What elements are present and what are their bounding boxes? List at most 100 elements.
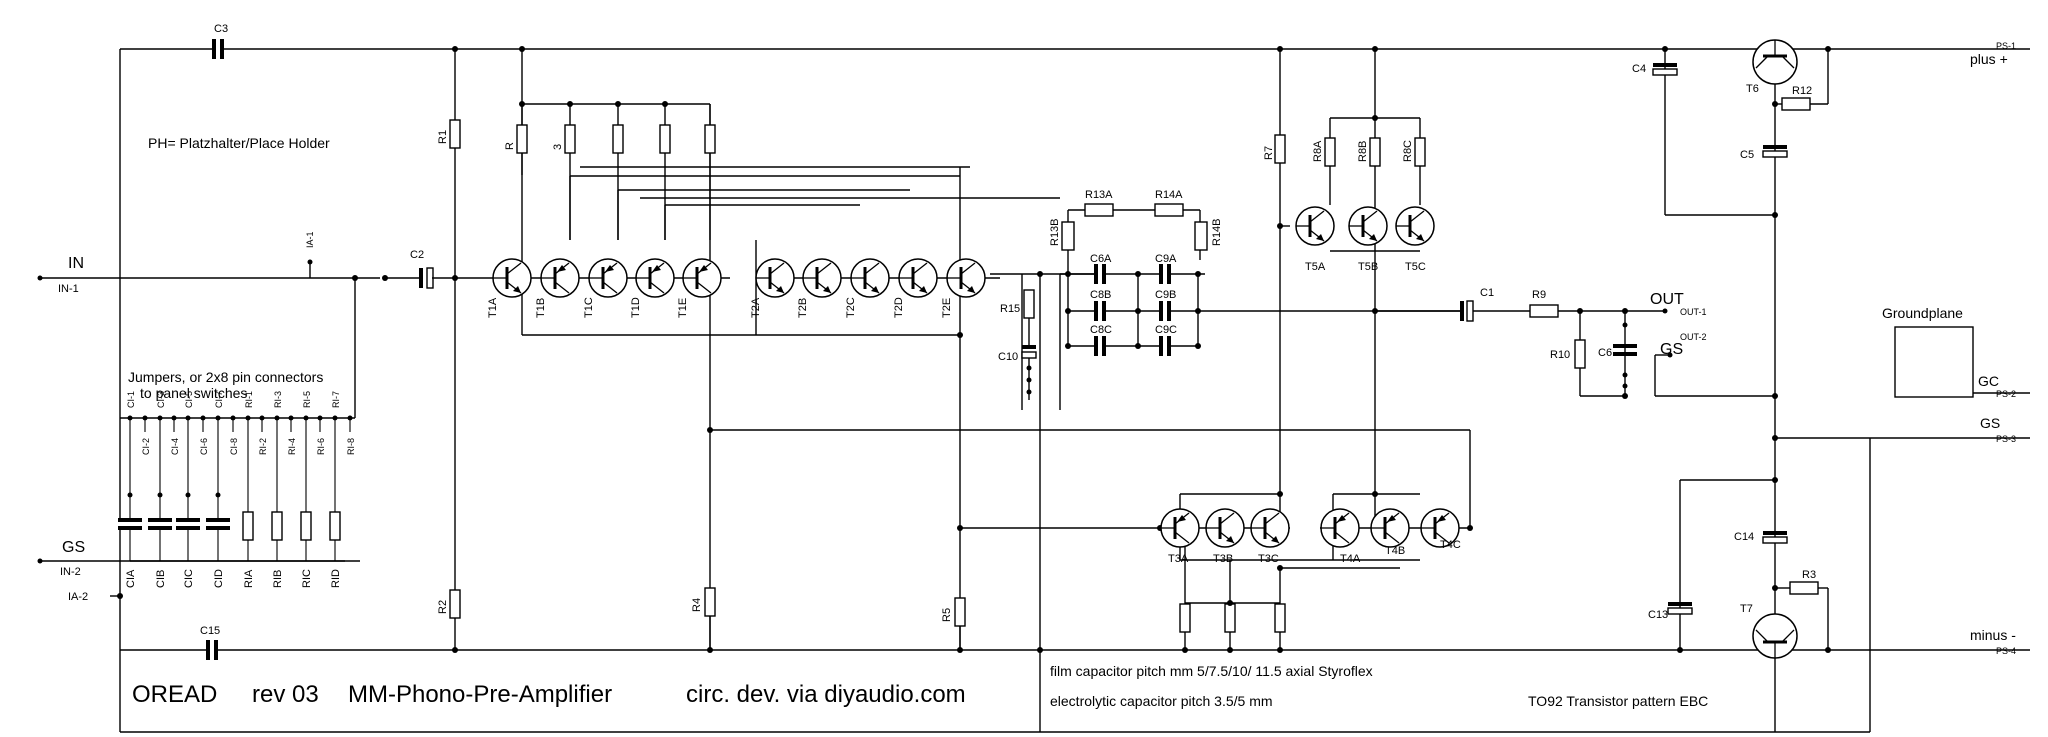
jumper-label-2: CI-3 [156,391,166,408]
jumper-label-3: CI-4 [170,438,180,455]
r8-label-2: R8C [1402,140,1414,162]
input-res-label-3: RID [330,569,342,588]
transistor-t6 [1752,39,1798,85]
t3-label-1: T3B [1213,553,1233,565]
r9-label: R9 [1532,289,1546,301]
r14a-label: R14A [1155,189,1183,201]
r3-label-0: R [504,142,516,150]
resistor-r3-2 [612,124,624,154]
jumper-label-11: RI-4 [287,438,297,455]
output-section [1375,300,1775,399]
c13-label: C13 [1648,609,1668,621]
t2-label-4: T2E [941,298,953,318]
resistor-r2 [449,589,461,619]
r7-label: R7 [1263,146,1275,160]
jumper-label-8: RI-1 [244,391,254,408]
gs-out-pad-label: OUT-2 [1680,332,1707,342]
groundplane-label: Groundplane [1882,305,1963,321]
gc-label: GC [1978,373,1999,389]
c2-label: C2 [410,249,424,261]
vas-section [1157,46,1473,653]
jumper-label-1: CI-2 [141,438,151,455]
title-description: MM-Phono-Pre-Amplifier [348,681,612,708]
input-cap-label-3: CID [213,569,225,588]
power-supply [1652,46,2030,732]
t3-label-0: T3A [1168,553,1189,565]
t2-label-3: T2D [893,297,905,318]
t2-label-1: T2B [797,298,809,318]
jumper-label-14: RI-7 [331,391,341,408]
r2-label: R2 [437,600,449,614]
input-res-label-0: RIA [243,569,255,588]
jumper-label-6: CI-7 [214,391,224,408]
input-section [37,259,492,599]
transistor-t7 [1752,613,1798,659]
riaa-capacitors [1094,264,1171,356]
r8-label-1: R8B [1357,141,1369,162]
jumpers-note-2: to panel switches [140,385,247,401]
input-res-label-2: RIC [301,569,313,588]
c1-label: C1 [1480,287,1494,299]
transistor-t2-2 [849,257,891,299]
minus-label: minus - [1970,627,2016,643]
ia1-label: IA-1 [305,231,315,248]
r10-label: R10 [1550,349,1570,361]
transistor-t3-0 [1159,507,1201,549]
r13b-label: R13B [1049,218,1061,246]
resistor-r3-0 [516,124,528,154]
plus-label: plus + [1970,51,2008,67]
input-cap-label-1: CIB [155,570,167,588]
c3-label: C3 [214,23,228,35]
ps3-label: PS-3 [1996,434,2016,444]
input-res-label-1: RIB [272,570,284,588]
gs-in-label: GS [62,539,85,556]
t1-label-3: T1D [630,297,642,318]
jumpers-note-1: Jumpers, or 2x8 pin connectors [128,369,323,385]
transistor-t1-1 [539,257,581,299]
transistor-t2-0 [754,257,796,299]
c6a-label: C6A [1090,253,1112,265]
out-pad-label: OUT-1 [1680,307,1707,317]
jumper-label-0: CI-1 [126,391,136,408]
jumper-columns: CI-1CI-2CI-3CI-4CI-5CI-6CI-7CI-8RI-1RI-2… [118,391,356,588]
gs-ps-label: GS [1980,415,2000,431]
power-rails [40,48,2030,733]
jumper-label-15: RI-8 [346,438,356,455]
transistor-t4-0 [1319,507,1361,549]
t2-label-2: T2C [845,297,857,318]
c14-label: C14 [1734,531,1754,543]
resistor-r8-2 [1414,137,1426,167]
capacitor-c15 [206,640,218,660]
in-label: IN [68,255,84,272]
elko-cap-note: electrolytic capacitor pitch 3.5/5 mm [1050,693,1273,709]
title-name: OREAD [132,681,217,708]
c4-label: C4 [1632,63,1646,75]
t6-label: T6 [1746,83,1759,95]
title-credit: circ. dev. via diyaudio.com [686,681,966,708]
jumper-label-13: RI-6 [316,438,326,455]
t5-label-2: T5C [1405,261,1426,273]
r1-label: R1 [437,130,449,144]
title-revision: rev 03 [252,681,319,708]
in-pad-label: IN-1 [58,283,79,295]
c8b-label: C8B [1090,289,1111,301]
placeholder-note: PH= Platzhalter/Place Holder [148,135,330,151]
c8c-label: C8C [1090,324,1112,336]
r12-label: R12 [1792,85,1812,97]
r13a-label: R13A [1085,189,1113,201]
t3-label-2: T3C [1258,553,1279,565]
r5-label: R5 [941,608,953,622]
c6-label: C6 [1598,347,1612,359]
c9c-label: C9C [1155,324,1177,336]
t1-label-2: T1C [583,297,595,318]
jumper-label-9: RI-2 [258,438,268,455]
t5-label-0: T5A [1305,261,1326,273]
transistor-t5-1 [1347,205,1389,247]
resistor-r1 [449,46,461,653]
